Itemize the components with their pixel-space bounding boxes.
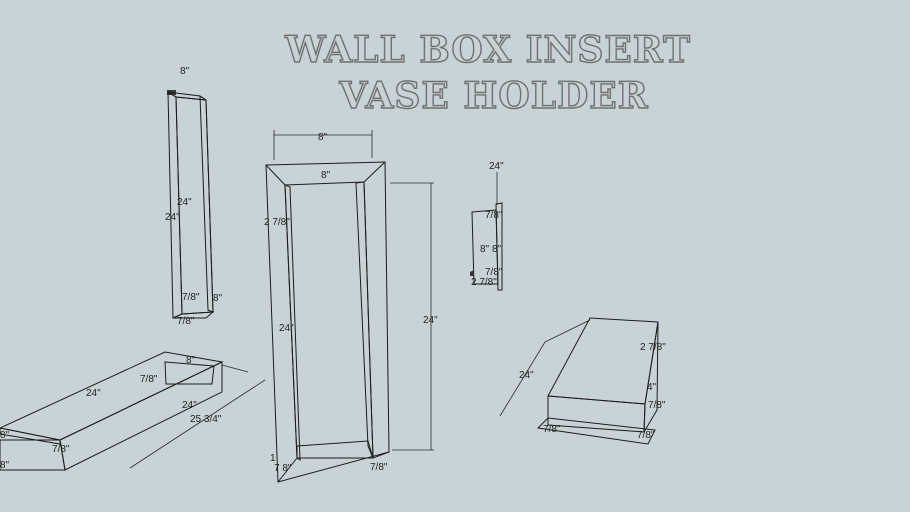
box-base-plate bbox=[536, 417, 656, 445]
dim-small-height: 24" bbox=[489, 161, 504, 172]
dim-side-len-a: 24" bbox=[177, 197, 192, 208]
dim-box-thk-b: 7/8" bbox=[648, 400, 666, 411]
dim-side-top: 8" bbox=[180, 66, 190, 77]
dim-front-width: 8" bbox=[318, 132, 328, 143]
dim-small-depth-b: 8" bbox=[492, 244, 502, 255]
dim-small-thk-bot: 7/8" bbox=[485, 267, 503, 278]
tray-opening bbox=[164, 361, 215, 385]
dim-tray-len-total: 25 3/4" bbox=[190, 414, 222, 425]
dim-small-frame: 2 7/8" bbox=[471, 277, 497, 288]
dim-box-len: 24" bbox=[519, 370, 534, 381]
box-front-face bbox=[547, 395, 646, 433]
dim-tray-end-c: 7/8" bbox=[52, 444, 70, 455]
title-line-1: WALL BOX INSERT bbox=[284, 29, 691, 71]
front-frame-right-inner bbox=[355, 181, 374, 459]
dim-front-corner-c: 7/8" bbox=[370, 462, 388, 473]
dim-tray-len-a: 24" bbox=[86, 388, 101, 399]
dim-line-box-len bbox=[499, 341, 546, 417]
dim-box-thk-c: 7/8" bbox=[543, 424, 561, 435]
small-panel-mark bbox=[470, 270, 474, 276]
dim-front-height: 24" bbox=[423, 315, 438, 326]
tray-model bbox=[0, 351, 224, 471]
dim-front-inner-top: 8" bbox=[321, 170, 331, 181]
front-frame-outer bbox=[265, 161, 390, 483]
dim-front-corner-a: 1 bbox=[270, 453, 276, 464]
small-panel-model bbox=[470, 202, 503, 291]
dim-tray-end-a: 8" bbox=[0, 430, 10, 441]
dim-side-depth: 8" bbox=[213, 293, 223, 304]
title-line-2: VASE HOLDER bbox=[338, 75, 648, 117]
box-model bbox=[536, 317, 659, 445]
dim-front-frame: 2 7/8" bbox=[264, 217, 290, 228]
tray-end-face bbox=[0, 439, 66, 471]
dim-front-corner-b: 7 8" bbox=[274, 463, 292, 474]
front-frame-model bbox=[265, 161, 390, 483]
tray-end-top bbox=[0, 427, 61, 445]
small-panel-edge bbox=[495, 202, 503, 291]
dim-line-tray-total bbox=[129, 379, 266, 469]
dim-tray-depth: 8" bbox=[186, 355, 196, 366]
dim-small-depth-a: 8" bbox=[480, 244, 490, 255]
dim-tray-len-b: 24" bbox=[182, 400, 197, 411]
dim-side-thk: 7/8" bbox=[182, 292, 200, 303]
dim-side-bottom: 7/8" bbox=[177, 316, 195, 327]
side-panel-back-face bbox=[199, 95, 214, 313]
dim-tray-thk: 7/8" bbox=[140, 374, 158, 385]
dim-box-frame: 2 7/8" bbox=[640, 342, 666, 353]
front-frame-bottom-inner bbox=[296, 440, 374, 459]
front-frame-left-inner bbox=[284, 184, 301, 461]
dim-side-len-b: 24" bbox=[165, 212, 180, 223]
dim-tray-end-b: 8" bbox=[0, 460, 10, 471]
box-side-face bbox=[643, 321, 659, 433]
side-panel-bottom-face bbox=[172, 311, 215, 319]
side-panel-model bbox=[167, 90, 215, 319]
box-top-face bbox=[547, 317, 659, 405]
dim-box-thk-a: 4" bbox=[647, 382, 657, 393]
dim-box-thk-d: 7/8" bbox=[637, 430, 655, 441]
dim-small-thk-top: 7/8" bbox=[485, 210, 503, 221]
dim-front-side: 24" bbox=[279, 323, 294, 334]
